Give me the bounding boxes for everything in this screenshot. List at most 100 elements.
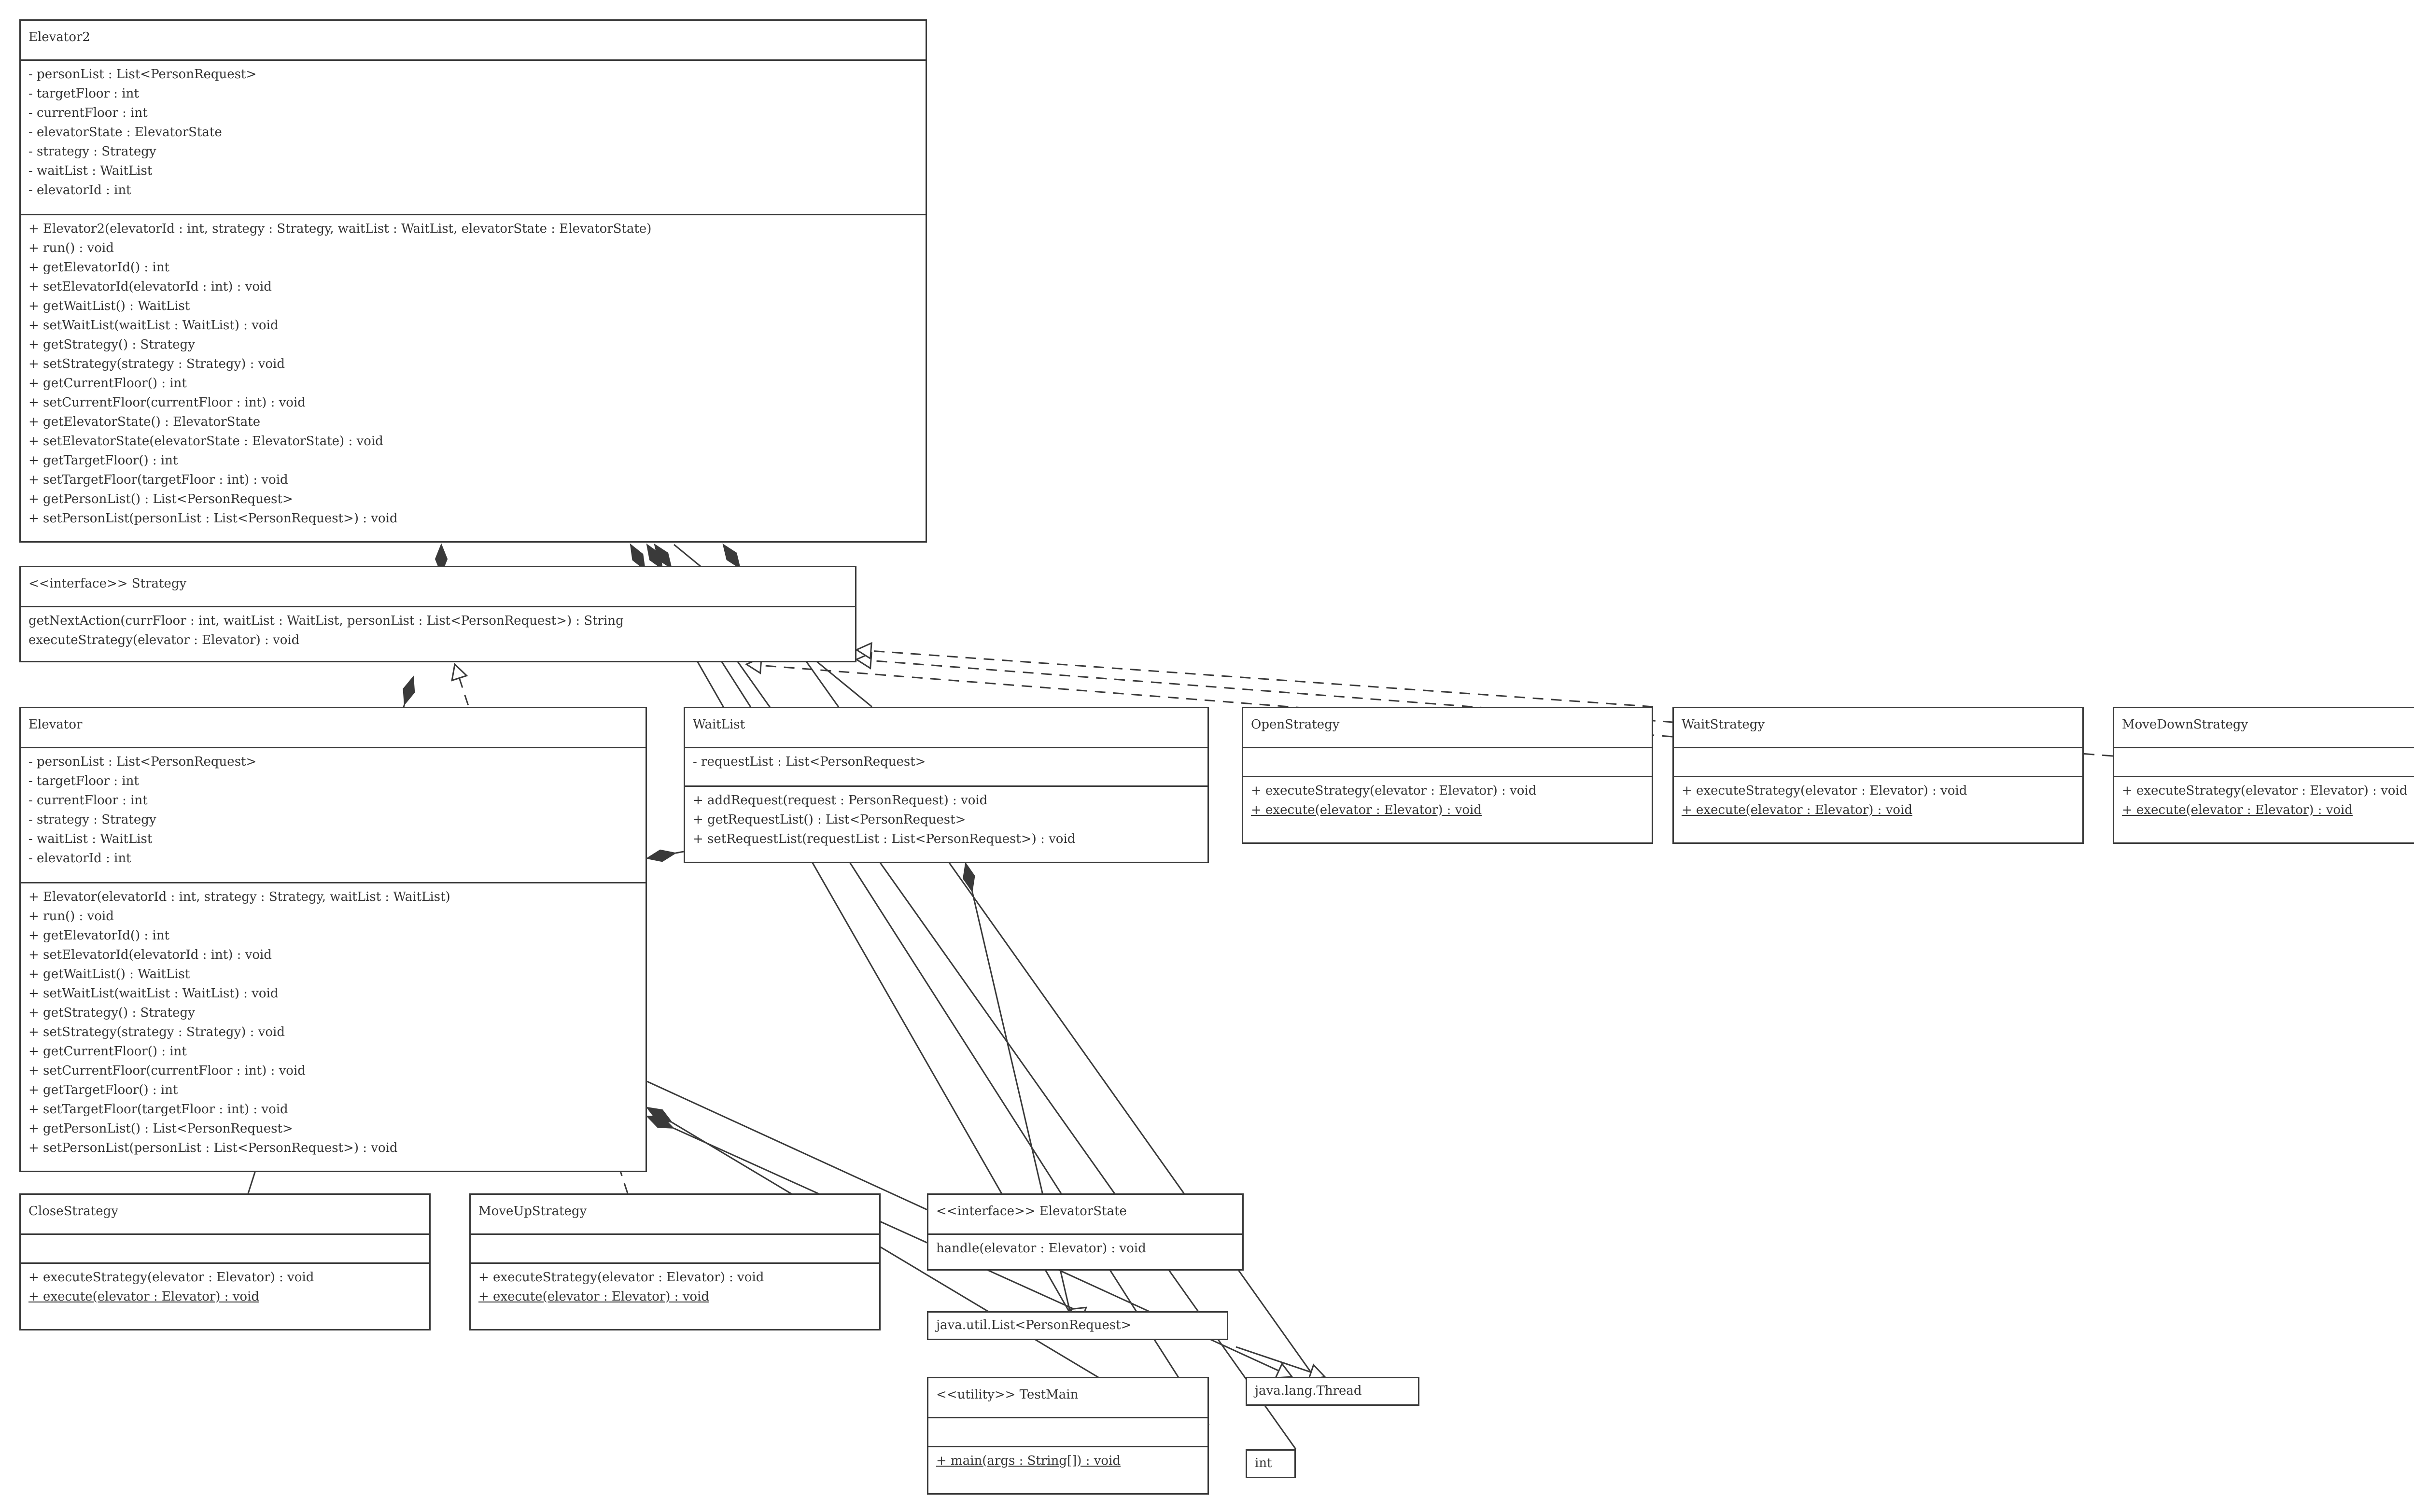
member-line: + getCurrentFloor() : int [28, 376, 187, 391]
methods-section: getNextAction(currFloor : int, waitList … [21, 606, 855, 654]
member-line: + setRequestList(requestList : List<Pers… [693, 832, 1076, 846]
attributes-section: - personList : List<PersonRequest>- targ… [21, 59, 926, 214]
member-line: + run() : void [28, 241, 114, 255]
member-line: + setWaitList(waitList : WaitList) : voi… [28, 986, 279, 1001]
member-line: - personList : List<PersonRequest> [28, 755, 257, 769]
member-line: + run() : void [28, 909, 114, 924]
methods-section: + main(args : String[]) : void [928, 1446, 1207, 1474]
methods-section: + executeStrategy(elevator : Elevator) :… [1674, 776, 2082, 824]
member-line: + getStrategy() : Strategy [28, 1006, 195, 1020]
class-name: Elevator2 [28, 30, 90, 44]
member-line: - strategy : Strategy [28, 812, 156, 827]
member-line: + executeStrategy(elevator : Elevator) :… [1251, 784, 1537, 798]
attributes-section [1674, 747, 2082, 776]
class-elevator[interactable]: Elevator - personList : List<PersonReque… [19, 707, 647, 1172]
attributes-section [21, 1233, 429, 1262]
member-line: + setPersonList(personList : List<Person… [28, 1141, 398, 1155]
class-openstrategy[interactable]: OpenStrategy + executeStrategy(elevator … [1242, 707, 1653, 844]
type-list-personrequest[interactable]: java.util.List<PersonRequest> [927, 1311, 1228, 1340]
methods-section: + executeStrategy(elevator : Elevator) :… [21, 1262, 429, 1310]
composition-edge [675, 851, 684, 854]
class-elevator2[interactable]: Elevator2 - personList : List<PersonRequ… [19, 19, 927, 543]
methods-section: handle(elevator : Elevator) : void [928, 1233, 1242, 1262]
member-line: + Elevator2(elevatorId : int, strategy :… [28, 222, 652, 236]
methods-section: + addRequest(request : PersonRequest) : … [685, 785, 1207, 853]
member-line: - elevatorState : ElevatorState [28, 125, 222, 140]
attributes-section [1243, 747, 1652, 776]
member-line: + setWaitList(waitList : WaitList) : voi… [28, 318, 279, 333]
class-closestrategy[interactable]: CloseStrategy + executeStrategy(elevator… [19, 1193, 431, 1330]
methods-section: + executeStrategy(elevator : Elevator) :… [2114, 776, 2414, 824]
member-line: + execute(elevator : Elevator) : void [1682, 803, 1913, 817]
member-line: + setStrategy(strategy : Strategy) : voi… [28, 357, 285, 371]
member-line: + getTargetFloor() : int [28, 453, 178, 468]
type-name: java.util.List<PersonRequest> [936, 1318, 1132, 1332]
attributes-section [2114, 747, 2414, 776]
composition-diamond [722, 543, 741, 570]
type-name: java.lang.Thread [1255, 1384, 1362, 1398]
composition-diamond [646, 849, 677, 862]
member-line: - targetFloor : int [28, 86, 139, 101]
class-waitlist[interactable]: WaitList - requestList : List<PersonRequ… [684, 707, 1209, 863]
member-line: - requestList : List<PersonRequest> [693, 755, 926, 769]
member-line: + getStrategy() : Strategy [28, 337, 195, 352]
member-line: + executeStrategy(elevator : Elevator) :… [1682, 784, 1967, 798]
member-line: + executeStrategy(elevator : Elevator) :… [2122, 784, 2408, 798]
methods-section: + executeStrategy(elevator : Elevator) :… [1243, 776, 1652, 824]
attributes-section: - personList : List<PersonRequest> - targ… [21, 747, 646, 882]
member-line: + getPersonList() : List<PersonRequest> [28, 1121, 293, 1136]
methods-section: + Elevator2(elevatorId : int, strategy :… [21, 214, 926, 532]
member-line: + setElevatorId(elevatorId : int) : void [28, 280, 272, 294]
class-name: <<interface>> Strategy [28, 576, 187, 591]
hollow-arrowhead [451, 662, 468, 682]
member-line: + getWaitList() : WaitList [28, 967, 190, 981]
member-line: + getCurrentFloor() : int [28, 1044, 187, 1059]
member-line: - strategy : Strategy [28, 144, 156, 159]
type-int[interactable]: int [1246, 1449, 1296, 1478]
member-line: + setPersonList(personList : List<Person… [28, 511, 398, 526]
member-line: getNextAction(currFloor : int, waitList … [28, 614, 624, 628]
class-name: <<utility>> TestMain [936, 1387, 1079, 1402]
member-line: - elevatorId : int [28, 183, 131, 197]
member-line: + main(args : String[]) : void [936, 1454, 1121, 1468]
member-line: + getPersonList() : List<PersonRequest> [28, 492, 293, 506]
member-line: + executeStrategy(elevator : Elevator) :… [478, 1270, 764, 1285]
attributes-section [471, 1233, 879, 1262]
member-line: + getElevatorState() : ElevatorState [28, 415, 261, 429]
member-line: + getRequestList() : List<PersonRequest> [693, 812, 966, 827]
class-name: WaitList [693, 717, 745, 732]
member-line: + setCurrentFloor(currentFloor : int) : … [28, 395, 306, 410]
attributes-section [928, 1417, 1207, 1446]
member-line: + execute(elevator : Elevator) : void [2122, 803, 2353, 817]
member-line: + getTargetFloor() : int [28, 1083, 178, 1097]
composition-diamond [403, 675, 415, 706]
type-thread[interactable]: java.lang.Thread [1246, 1377, 1419, 1406]
member-line: + execute(elevator : Elevator) : void [1251, 803, 1482, 817]
member-line: + getWaitList() : WaitList [28, 299, 190, 313]
class-waitstrategy[interactable]: WaitStrategy + executeStrategy(elevator … [1672, 707, 2084, 844]
class-moveupstrategy[interactable]: MoveUpStrategy + executeStrategy(elevato… [469, 1193, 881, 1330]
hollow-arrowhead [855, 642, 872, 660]
member-line: + execute(elevator : Elevator) : void [478, 1289, 710, 1304]
class-movedownstrategy[interactable]: MoveDownStrategy + executeStrategy(eleva… [2113, 707, 2414, 844]
class-name: <<interface>> ElevatorState [936, 1204, 1127, 1218]
interface-strategy[interactable]: <<interface>> Strategy getNextAction(cur… [19, 566, 856, 662]
generalization-edge [1235, 1346, 1312, 1373]
member-line: + setElevatorId(elevatorId : int) : void [28, 948, 272, 962]
class-testmain[interactable]: <<utility>> TestMain + main(args : Strin… [927, 1377, 1209, 1495]
methods-section: + executeStrategy(elevator : Elevator) :… [471, 1262, 879, 1310]
class-name: WaitStrategy [1682, 717, 1765, 732]
attributes-section: - requestList : List<PersonRequest> [685, 747, 1207, 785]
member-line: - currentFloor : int [28, 106, 148, 120]
composition-edge [644, 569, 1070, 1312]
class-name: Elevator [28, 717, 83, 732]
member-line: - waitList : WaitList [28, 832, 153, 846]
member-line: + addRequest(request : PersonRequest) : … [693, 793, 988, 808]
member-line: + Elevator(elevatorId : int, strategy : … [28, 890, 450, 904]
class-name: CloseStrategy [28, 1204, 118, 1218]
member-line: + setElevatorState(elevatorState : Eleva… [28, 434, 383, 448]
member-line: + setTargetFloor(targetFloor : int) : vo… [28, 473, 288, 487]
interface-elevatorstate[interactable]: <<interface>> ElevatorState handle(eleva… [927, 1193, 1244, 1271]
member-line: - targetFloor : int [28, 774, 139, 788]
methods-section: + Elevator(elevatorId : int, strategy : … [21, 882, 646, 1162]
